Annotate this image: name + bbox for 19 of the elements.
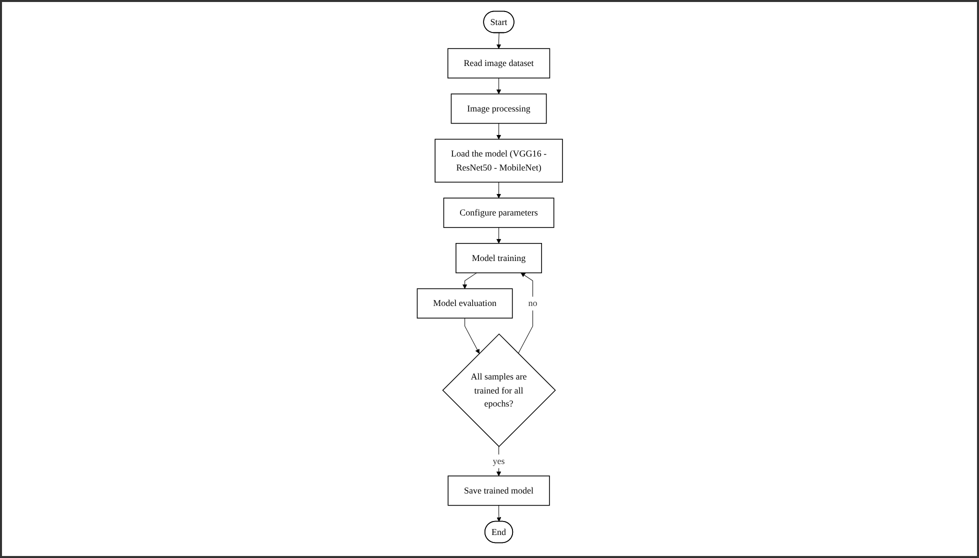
node-box: Model evaluation (416, 288, 512, 318)
arrow (462, 272, 477, 288)
node-box: Load the model (VGG16 - ResNet50 - MobileNet) (434, 138, 563, 182)
edge-label: no (528, 298, 537, 308)
arrow (464, 317, 480, 354)
arrow (496, 77, 501, 94)
arrow (518, 272, 533, 354)
node-box: Image processing (450, 93, 546, 124)
arrow (496, 181, 501, 198)
arrow (496, 226, 501, 244)
node-box: Read image dataset (447, 48, 550, 78)
edge-label: yes (492, 456, 504, 466)
arrow (496, 32, 501, 48)
arrow (496, 122, 501, 139)
node-box: Save trained model (447, 475, 550, 506)
node-diamond: All samples are trained for all epochs? (442, 332, 556, 447)
node-box: Configure parameters (442, 197, 554, 228)
node-box: Model training (455, 242, 542, 273)
arrow (496, 504, 501, 522)
